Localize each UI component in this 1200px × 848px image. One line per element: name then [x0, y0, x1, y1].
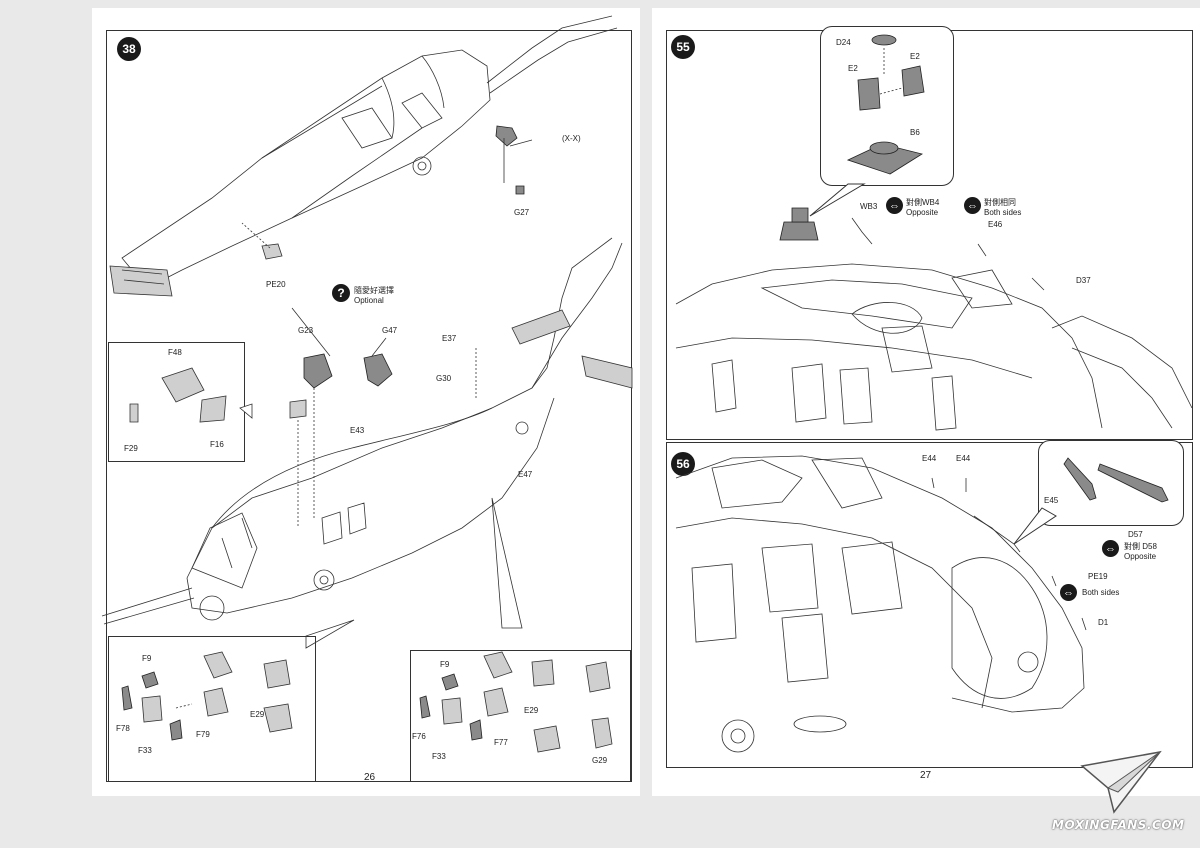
callout-d37: D37 — [1076, 276, 1091, 285]
double-arrow-icon: ⇔ — [964, 197, 981, 214]
callout-pe20: PE20 — [266, 280, 286, 289]
inset-b-e29: E29 — [524, 706, 539, 715]
inset-a-parts — [121, 651, 293, 741]
inset-a-box — [108, 636, 316, 782]
callout-f29: F29 — [124, 444, 138, 453]
instruction-page-right: 55 D24 E2 E2 B6 WB3 ⇔ 對側WB4 Oppos — [652, 8, 1200, 796]
callout-e45: E45 — [1044, 496, 1059, 505]
inset-b-f9: F9 — [440, 660, 450, 669]
opposite-note-en: Opposite — [906, 208, 939, 217]
question-icon: ? — [332, 284, 350, 302]
inset-b-f76: F76 — [412, 732, 426, 741]
double-arrow-icon: ⇔ — [886, 197, 903, 214]
step-55-drawing — [675, 34, 1193, 431]
callout-e2-right: E2 — [910, 52, 920, 61]
callout-d1: D1 — [1098, 618, 1109, 627]
callout-xx: (X-X) — [562, 134, 581, 143]
callout-f16: F16 — [210, 440, 224, 449]
callout-e44-right: E44 — [956, 454, 971, 463]
both-sides-note-56-en: Both sides — [1082, 588, 1120, 597]
paper-plane-icon — [1080, 750, 1162, 814]
step-56-frame — [666, 442, 1193, 768]
page-number: 27 — [920, 770, 932, 781]
inset-f48-box — [108, 342, 245, 462]
step-56-drawing — [675, 455, 1169, 753]
callout-e47: E47 — [518, 470, 533, 479]
callout-b6: B6 — [910, 128, 920, 137]
opposite-note-56-cn: 對側 D58 — [1124, 542, 1157, 551]
callout-e2-left: E2 — [848, 64, 858, 73]
page-number: 26 — [364, 772, 376, 783]
inset-b-f33: F33 — [432, 752, 446, 761]
inset-b-parts — [419, 651, 613, 753]
callout-e46: E46 — [988, 220, 1003, 229]
step-number-badge: 38 — [117, 37, 141, 61]
callout-g47: G47 — [382, 326, 398, 335]
step-56-badge: 56 — [671, 452, 695, 476]
both-sides-note-en: Both sides — [984, 208, 1022, 217]
both-sides-note-cn: 對側相同 — [984, 198, 1016, 207]
opposite-note-cn: 對側WB4 — [906, 198, 940, 207]
step-frame — [106, 30, 632, 782]
double-arrow-icon: ⇔ — [1060, 584, 1077, 601]
inset-b-box — [410, 650, 631, 782]
inset-b-f77: F77 — [494, 738, 508, 747]
callout-pe19: PE19 — [1088, 572, 1108, 581]
double-arrow-icon: ⇔ — [1102, 540, 1119, 557]
callout-wb3: WB3 — [860, 202, 878, 211]
watermark-text: MOXINGFANS.COM — [1052, 818, 1185, 832]
callout-d57: D57 — [1128, 530, 1143, 539]
optional-en: Optional — [354, 296, 384, 305]
inset-b-g29: G29 — [592, 756, 608, 765]
helicopter-drawing-top — [109, 15, 618, 297]
callout-g27: G27 — [514, 208, 530, 217]
step-55-badge: 55 — [671, 35, 695, 59]
inset-a-e29: E29 — [250, 710, 265, 719]
callout-e43: E43 — [350, 426, 365, 435]
inset-a-f78: F78 — [116, 724, 130, 733]
detail-bubble-56 — [1038, 440, 1184, 526]
helicopter-drawing-bottom — [101, 237, 633, 649]
opposite-note-56-en: Opposite — [1124, 552, 1157, 561]
inset-a-f79: F79 — [196, 730, 210, 739]
site-watermark: MOXINGFANS.COM — [1052, 748, 1185, 832]
callout-g23: G23 — [298, 326, 314, 335]
optional-cn: 隨愛好選擇 — [354, 286, 394, 295]
callout-e44-left: E44 — [922, 454, 937, 463]
inset-a-f9: F9 — [142, 654, 152, 663]
callout-e37: E37 — [442, 334, 457, 343]
callout-d24: D24 — [836, 38, 851, 47]
callout-g30: G30 — [436, 374, 452, 383]
inset-a-f33: F33 — [138, 746, 152, 755]
callout-f48: F48 — [168, 348, 182, 357]
instruction-page-left: 38 (X-X) G27 PE20 ? 隨愛好選擇 Optional G23 G… — [92, 8, 640, 796]
